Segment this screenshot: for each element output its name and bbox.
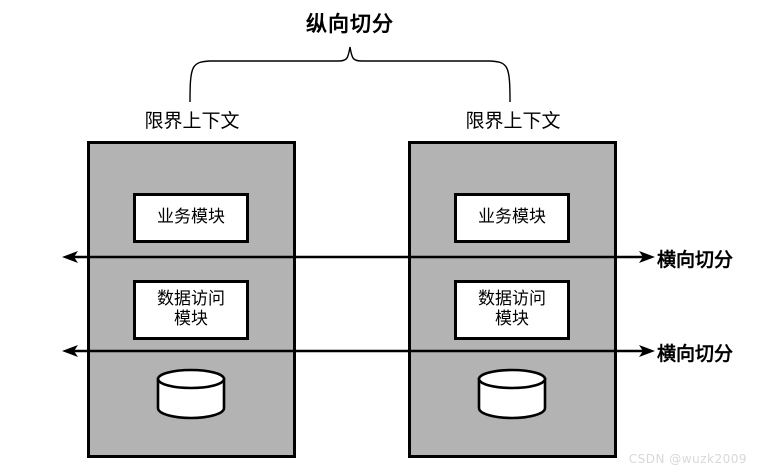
horizontal-split-label-2: 横向切分 xyxy=(657,343,734,365)
page-title: 纵向切分 xyxy=(306,12,394,36)
business-module-label-right: 业务模块 xyxy=(478,207,546,228)
bounded-context-label-right: 限界上下文 xyxy=(465,110,561,132)
horizontal-split-label-1: 横向切分 xyxy=(657,249,734,271)
bounded-context-label-left: 限界上下文 xyxy=(144,110,240,132)
horizontal-split-arrow-2 xyxy=(62,345,655,357)
data-access-module-line2-right: 模块 xyxy=(495,309,529,329)
business-module-box-right: 业务模块 xyxy=(454,193,570,243)
data-access-module-line1-right: 数据访问 xyxy=(478,289,546,310)
business-module-label-left: 业务模块 xyxy=(157,207,225,228)
database-cylinder-icon-right xyxy=(477,368,547,420)
business-module-box-left: 业务模块 xyxy=(133,193,249,243)
database-cylinder-icon-left xyxy=(156,368,226,420)
data-access-module-box-left: 数据访问 模块 xyxy=(133,280,249,340)
vertical-split-brace-icon xyxy=(189,46,511,103)
watermark: CSDN @wuzk2009 xyxy=(628,452,747,466)
data-access-module-label-left: 数据访问 模块 xyxy=(157,290,225,329)
data-access-module-line2-left: 模块 xyxy=(174,309,208,329)
data-access-module-box-right: 数据访问 模块 xyxy=(454,280,570,340)
data-access-module-line1-left: 数据访问 xyxy=(157,289,225,310)
horizontal-split-arrow-1 xyxy=(62,251,655,263)
data-access-module-label-right: 数据访问 模块 xyxy=(478,290,546,329)
